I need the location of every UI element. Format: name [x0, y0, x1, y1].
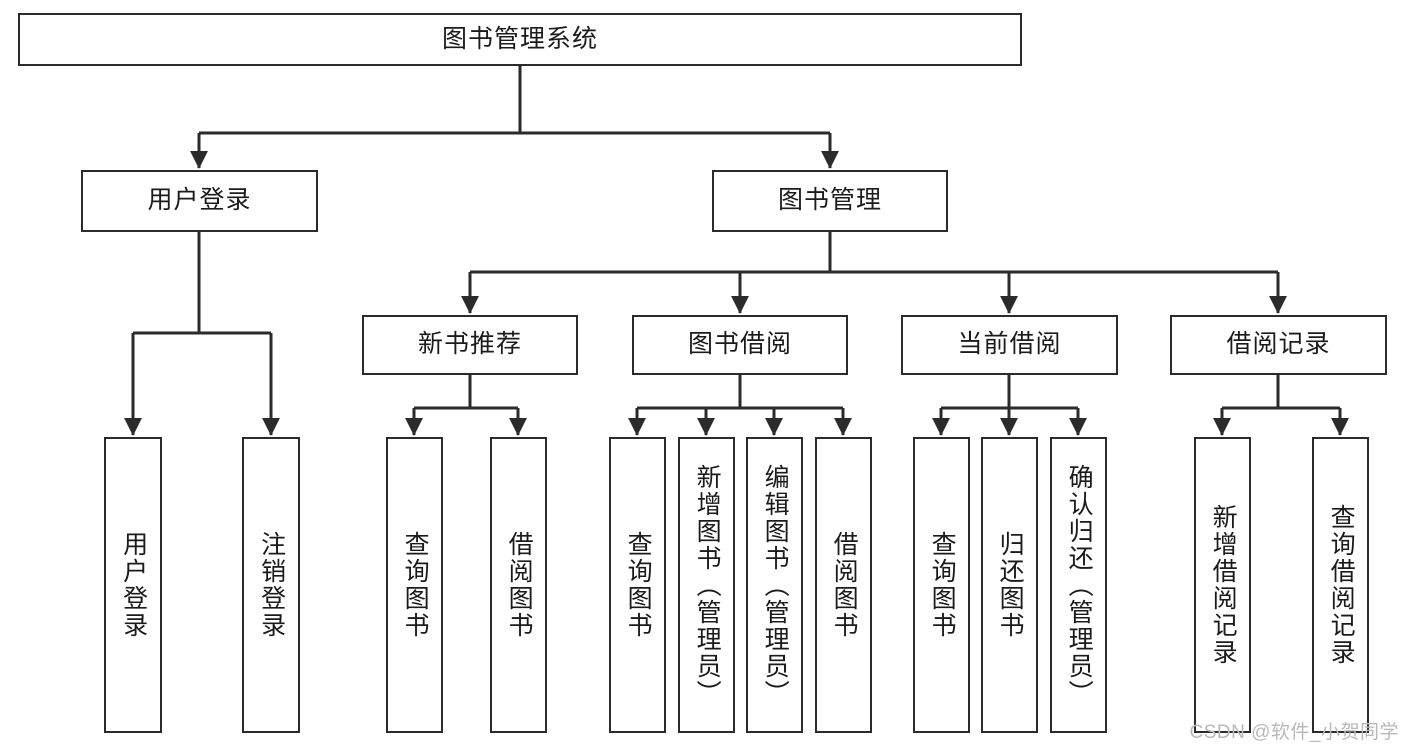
node-leaf-borrow-book-2-label: 借阅图书	[830, 531, 859, 639]
node-leaf-return-book-label: 归还图书	[996, 531, 1025, 639]
node-leaf-query-book-1-label: 查询图书	[401, 531, 430, 639]
node-user-login-label: 用户登录	[147, 186, 252, 215]
node-leaf-query-book-1[interactable]: 查询图书	[386, 437, 443, 733]
node-root-label: 图书管理系统	[441, 24, 598, 53]
node-leaf-user-login-label: 用户登录	[119, 531, 148, 639]
node-leaf-edit-book-label: 编辑图书（管理员）	[761, 463, 790, 707]
node-leaf-borrow-book-1[interactable]: 借阅图书	[490, 437, 547, 733]
node-leaf-add-book-label: 新增图书（管理员）	[693, 463, 722, 707]
node-book-manage-label: 图书管理	[777, 186, 882, 215]
node-current-borrow[interactable]: 当前借阅	[901, 315, 1118, 375]
node-leaf-return-book[interactable]: 归还图书	[981, 437, 1038, 733]
node-root[interactable]: 图书管理系统	[18, 13, 1022, 66]
node-leaf-borrow-book-1-label: 借阅图书	[505, 531, 534, 639]
node-leaf-query-book-3[interactable]: 查询图书	[913, 437, 970, 733]
node-leaf-confirm-return-label: 确认归还（管理员）	[1065, 463, 1094, 707]
node-new-book-recommend-label: 新书推荐	[417, 330, 522, 359]
node-leaf-query-book-3-label: 查询图书	[928, 531, 957, 639]
node-leaf-borrow-book-2[interactable]: 借阅图书	[815, 437, 872, 733]
node-leaf-add-record-label: 新增借阅记录	[1209, 504, 1238, 666]
node-leaf-add-record[interactable]: 新增借阅记录	[1194, 437, 1251, 733]
node-leaf-edit-book[interactable]: 编辑图书（管理员）	[746, 437, 803, 733]
node-borrow-record-label: 借阅记录	[1226, 330, 1331, 359]
node-leaf-query-book-2[interactable]: 查询图书	[609, 437, 666, 733]
node-leaf-user-logout-label: 注销登录	[257, 531, 286, 639]
node-leaf-query-book-2-label: 查询图书	[624, 531, 653, 639]
node-borrow-record[interactable]: 借阅记录	[1170, 315, 1387, 375]
node-leaf-confirm-return[interactable]: 确认归还（管理员）	[1050, 437, 1107, 733]
node-leaf-user-logout[interactable]: 注销登录	[242, 437, 300, 733]
node-user-login[interactable]: 用户登录	[81, 170, 318, 232]
node-new-book-recommend[interactable]: 新书推荐	[362, 315, 578, 375]
node-current-borrow-label: 当前借阅	[957, 330, 1062, 359]
node-leaf-add-book[interactable]: 新增图书（管理员）	[678, 437, 735, 733]
node-leaf-query-record-label: 查询借阅记录	[1327, 504, 1356, 666]
node-book-borrow[interactable]: 图书借阅	[632, 315, 848, 375]
node-book-borrow-label: 图书借阅	[687, 330, 792, 359]
node-leaf-query-record[interactable]: 查询借阅记录	[1312, 437, 1369, 733]
node-book-manage[interactable]: 图书管理	[712, 170, 948, 232]
node-leaf-user-login[interactable]: 用户登录	[104, 437, 162, 733]
